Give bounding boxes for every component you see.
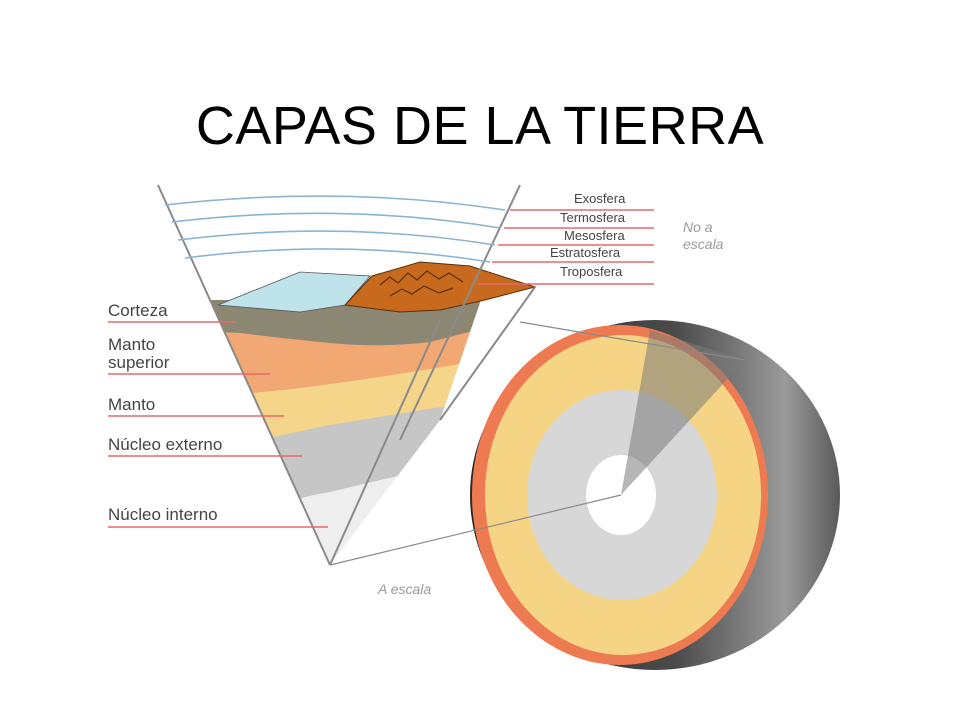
label-mesosfera: Mesosfera xyxy=(564,228,625,243)
label-nucleo-externo: Núcleo externo xyxy=(108,435,222,454)
page-title: CAPAS DE LA TIERRA xyxy=(195,96,765,156)
label-exosfera: Exosfera xyxy=(574,191,626,206)
label-termosfera: Termosfera xyxy=(560,210,626,225)
earth-sphere xyxy=(470,320,840,670)
ocean-surface xyxy=(217,271,371,313)
label-nucleo-interno: Núcleo interno xyxy=(108,505,218,524)
note-escala: escala xyxy=(683,236,724,252)
atmosphere-arcs xyxy=(164,195,506,263)
label-manto: Manto xyxy=(108,395,155,414)
wedge-crust xyxy=(180,300,520,346)
label-troposfera: Troposfera xyxy=(560,264,623,279)
label-corteza: Corteza xyxy=(108,301,168,320)
wedge-edges xyxy=(157,184,536,566)
connector-lines xyxy=(329,321,746,566)
label-estratosfera: Estratosfera xyxy=(550,245,621,260)
mountain-ridges xyxy=(379,270,464,297)
sphere-wedge xyxy=(621,330,745,495)
note-a-escala: A escala xyxy=(377,581,431,597)
left-labels: Corteza Manto superior Manto Núcleo exte… xyxy=(108,301,328,528)
note-no-a: No a xyxy=(683,219,713,235)
atmosphere-labels: Exosfera Termosfera Mesosfera Estratosfe… xyxy=(478,191,724,285)
land-surface xyxy=(343,261,537,313)
label-manto-superior-2: superior xyxy=(108,353,170,372)
label-manto-superior-1: Manto xyxy=(108,335,155,354)
